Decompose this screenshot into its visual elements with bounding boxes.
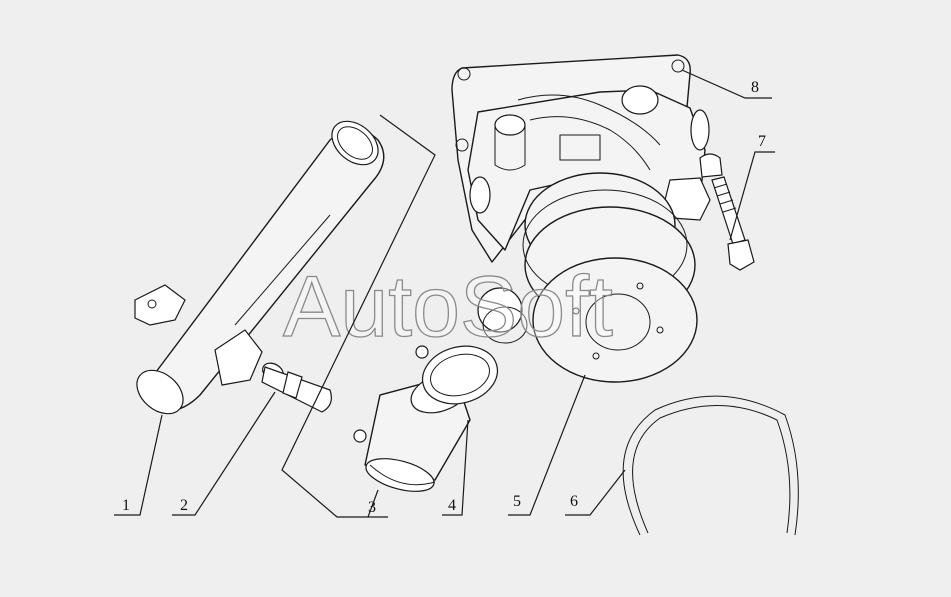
leader-line-3 xyxy=(281,114,436,518)
fitting xyxy=(261,362,332,413)
gasket-hole xyxy=(671,59,685,73)
leader-line-4 xyxy=(442,419,469,516)
pump-port xyxy=(621,85,659,115)
gasket-hole xyxy=(457,67,471,81)
pump-outlet-stub xyxy=(477,287,523,333)
coolant-pipe-upper-end xyxy=(331,120,379,166)
leader-line-6 xyxy=(565,469,626,516)
pump-inlet-pipe-side xyxy=(494,125,526,171)
leader-line-2 xyxy=(172,391,276,516)
gasket-hole xyxy=(455,138,469,152)
coolant-pipe-upper-bore xyxy=(337,126,373,160)
fitting-hex xyxy=(282,371,303,399)
leader-line-7 xyxy=(729,151,775,241)
leader-line-3b xyxy=(367,489,379,518)
pump-outlet-stub-rim xyxy=(482,306,528,344)
callout-6: 6 xyxy=(570,493,578,510)
pipe-branch-boss xyxy=(214,329,263,386)
pulley-hub xyxy=(585,293,651,351)
housing-lug xyxy=(469,176,491,214)
stud-washer xyxy=(699,153,723,178)
bolt-thread xyxy=(713,183,737,213)
callout-8: 8 xyxy=(751,79,759,96)
pulley-bolt-hole xyxy=(656,326,664,334)
pulley-front-face xyxy=(532,257,698,383)
bolt-head xyxy=(727,239,755,271)
leader-lines xyxy=(114,69,775,518)
pulley xyxy=(522,172,698,383)
drive-belt xyxy=(622,395,799,536)
pump-inlet-pipe xyxy=(494,114,526,136)
hose-clamp xyxy=(415,345,499,405)
callout-labels: 1 2 3 4 5 6 7 8 xyxy=(122,79,766,516)
callout-5: 5 xyxy=(513,493,521,510)
hose-clamp-lower xyxy=(365,458,435,492)
pipe-seam xyxy=(234,214,331,326)
bolt-with-stud xyxy=(699,153,755,271)
housing-boss xyxy=(559,134,601,161)
callout-1: 1 xyxy=(122,497,130,514)
water-pump-assembly xyxy=(451,54,711,344)
callout-3: 3 xyxy=(368,499,376,516)
leader-line-1 xyxy=(114,414,163,516)
clamp-band xyxy=(369,464,436,486)
belt-inner xyxy=(632,405,791,534)
watermark-text: AutoSoft xyxy=(283,259,613,355)
housing-lug xyxy=(690,109,710,151)
belt-outer xyxy=(622,395,799,536)
housing-rib xyxy=(529,116,651,171)
hose-clamp-band xyxy=(421,345,499,405)
leader-line-8 xyxy=(681,69,772,99)
coolant-pipe-lower-end xyxy=(136,369,184,415)
callout-2: 2 xyxy=(180,497,188,514)
callout-7: 7 xyxy=(758,133,766,150)
pulley-bolt-hole xyxy=(592,352,600,360)
pulley-bolt-hole xyxy=(572,307,580,315)
coolant-pipe xyxy=(134,120,385,415)
bracket-hole xyxy=(147,299,157,309)
callout-4: 4 xyxy=(448,497,456,514)
housing-rib xyxy=(517,94,661,146)
leader-line-5 xyxy=(508,374,586,516)
clamp-screw xyxy=(353,429,367,443)
pulley-bolt-hole xyxy=(636,282,644,290)
clamp-screw xyxy=(415,345,429,359)
hose-clamp-inner xyxy=(430,353,490,397)
mounting-bracket xyxy=(134,284,186,326)
